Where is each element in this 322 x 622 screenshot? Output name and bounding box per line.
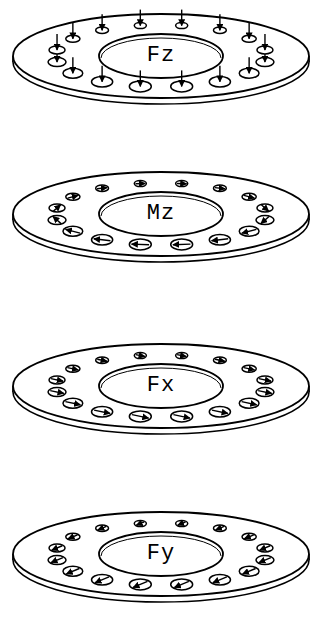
flange-ring: Fx bbox=[6, 332, 316, 440]
flange-ring: Fy bbox=[6, 500, 316, 608]
force-label: Mz bbox=[147, 203, 175, 225]
force-label: Fx bbox=[147, 375, 175, 397]
flange-ring: Fz bbox=[6, 2, 316, 110]
force-label: Fz bbox=[147, 45, 175, 67]
force-label: Fy bbox=[147, 543, 175, 565]
flange-ring: Mz bbox=[6, 160, 316, 268]
